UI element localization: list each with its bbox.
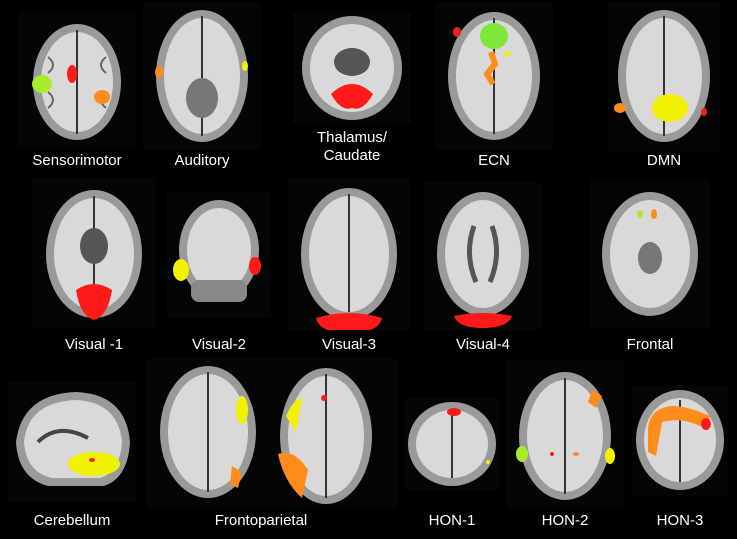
brain-panel-auditory (143, 2, 261, 150)
activation-blob (637, 210, 643, 218)
activation-blob (76, 284, 112, 320)
brain-panel-dmn (608, 2, 720, 152)
brain-panel-frontal (590, 180, 710, 328)
activation-blob (155, 66, 163, 78)
activation-blob (648, 406, 710, 456)
activation-blob (68, 452, 120, 476)
axial-slice-image (602, 192, 698, 316)
activation-blob (588, 390, 602, 408)
brain-panel-visual1 (32, 178, 156, 328)
activation-blob (316, 313, 382, 330)
panel-label-auditory: Auditory (174, 152, 230, 169)
activation-blob (321, 395, 327, 401)
brain-panel-sensorimotor (18, 12, 136, 147)
axial-slice-pair-image (160, 366, 372, 504)
activation-blob (32, 75, 52, 93)
activation-blob (242, 61, 248, 71)
axial-slice-image (516, 372, 615, 500)
brain-panel-hon2 (506, 360, 624, 508)
activation-blob (89, 458, 95, 462)
brain-panel-visual3 (288, 178, 410, 330)
panel-label-hon1: HON-1 (428, 512, 476, 529)
activation-blob (652, 94, 688, 122)
axial-slice-image (437, 192, 529, 328)
axial-slice-image (301, 188, 397, 330)
brain-panel-cerebellum (8, 382, 136, 502)
panel-label-visual4: Visual-4 (456, 336, 510, 353)
brain-panel-hon3 (632, 386, 728, 496)
activation-blob (573, 452, 579, 456)
activation-blob (67, 65, 77, 83)
axial-slice-image (614, 10, 710, 142)
axial-slice-image (155, 10, 248, 142)
activation-blob (331, 84, 373, 109)
activation-blob (278, 452, 308, 498)
activation-blob (230, 466, 242, 488)
activation-blob (701, 108, 707, 116)
panel-label-hon3: HON-3 (656, 512, 704, 529)
panel-label-hon2: HON-2 (541, 512, 589, 529)
panel-label-sensorimotor: Sensorimotor (32, 152, 122, 169)
sagittal-slice-image (16, 392, 130, 486)
brain-panel-ecn (435, 2, 553, 150)
activation-blob (504, 51, 510, 57)
panel-label-ecn: ECN (478, 152, 510, 169)
activation-blob (94, 90, 110, 104)
panel-label-frontoparietal: Frontoparietal (214, 512, 308, 529)
activation-blob (453, 27, 461, 37)
activation-blob (486, 460, 490, 464)
activation-blob (173, 259, 189, 281)
axial-slice-image (302, 16, 402, 120)
panel-label-visual1: Visual -1 (64, 336, 124, 353)
brain-panel-visual2 (167, 192, 271, 318)
activation-blob (236, 396, 248, 424)
panel-label-dmn: DMN (646, 152, 682, 169)
activation-blob (483, 51, 499, 86)
brain-panel-hon1 (404, 398, 500, 490)
activation-blob (249, 257, 261, 275)
activation-blob (651, 209, 657, 219)
coronal-slice-image (408, 402, 496, 486)
activation-blob (605, 448, 615, 464)
activation-blob (550, 452, 554, 456)
activation-blob (454, 313, 512, 328)
panel-label-cerebellum: Cerebellum (33, 512, 111, 529)
panel-label-visual3: Visual-3 (322, 336, 376, 353)
activation-blob (516, 446, 528, 462)
axial-slice-image (46, 190, 142, 320)
brain-panel-thalamus (293, 12, 411, 124)
activation-blob (701, 418, 711, 430)
activation-blob (447, 408, 461, 416)
axial-slice-image (32, 24, 121, 140)
coronal-slice-image (636, 390, 724, 490)
activation-blob (480, 23, 508, 49)
panel-label-thalamus: Thalamus/ Caudate (316, 129, 388, 164)
axial-slice-image (173, 200, 261, 302)
activation-blob (286, 398, 302, 432)
brain-panel-visual4 (424, 182, 542, 330)
brain-panel-frontoparietal (146, 358, 398, 508)
panel-label-frontal: Frontal (626, 336, 674, 353)
axial-slice-image (448, 12, 540, 140)
activation-blob (614, 103, 626, 113)
panel-label-visual2: Visual-2 (192, 336, 246, 353)
